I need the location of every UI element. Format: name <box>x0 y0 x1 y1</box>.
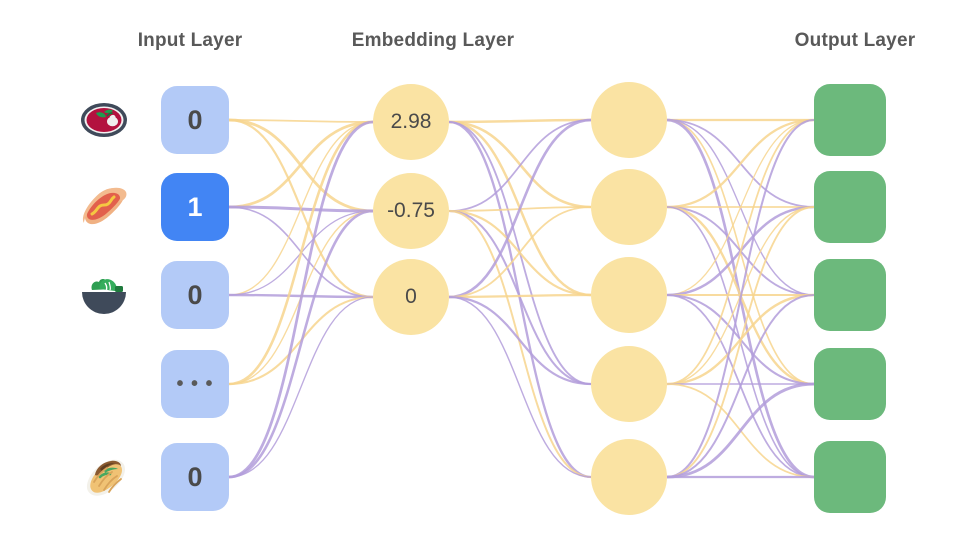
hidden-node-2[interactable] <box>591 169 667 245</box>
input-node-1[interactable]: 0 <box>161 86 229 154</box>
output-node-2[interactable] <box>814 171 886 243</box>
connection-edge <box>666 382 815 479</box>
input-node-value: 0 <box>187 104 203 135</box>
output-node-3[interactable] <box>814 259 886 331</box>
connection-edge <box>228 118 374 213</box>
connection-edge <box>666 293 815 386</box>
soup-bowl-icon <box>76 92 132 148</box>
hidden-node-4[interactable] <box>591 346 667 422</box>
connection-edge <box>666 294 815 478</box>
embedding-node-3[interactable]: 0 <box>373 259 449 335</box>
input-node-3[interactable]: 0 <box>161 261 229 329</box>
embedding-node-value: 2.98 <box>390 110 432 133</box>
connection-edge <box>448 120 592 297</box>
connection-edge <box>666 118 815 209</box>
connection-edge <box>666 118 815 479</box>
hidden-node-1[interactable] <box>591 82 667 158</box>
connection-edge <box>228 205 374 213</box>
connection-edge <box>666 293 815 386</box>
connection-edge <box>448 118 592 299</box>
connection-edge <box>228 206 374 298</box>
connection-edge <box>228 210 374 385</box>
input-node-4[interactable]: • • • <box>161 350 229 418</box>
connection-edge <box>666 119 815 208</box>
connection-edge <box>228 296 374 478</box>
connection-edge <box>666 119 815 296</box>
green-salad-icon <box>76 267 132 323</box>
connection-edge <box>448 119 592 212</box>
connection-edge <box>666 206 815 296</box>
hot-dog-icon <box>76 179 132 235</box>
connection-edge <box>448 120 592 209</box>
connection-edge <box>448 206 592 298</box>
connection-edge <box>448 209 592 386</box>
connection-edge <box>666 119 815 296</box>
input-layer-title: Input Layer <box>137 30 243 51</box>
connection-edge <box>666 206 815 385</box>
embedding-layer-title: Embedding Layer <box>351 30 515 51</box>
connection-edge <box>666 119 815 385</box>
output-node-1[interactable] <box>814 84 886 156</box>
connection-edge <box>666 118 815 479</box>
input-node-value: 0 <box>187 461 203 492</box>
input-node-2[interactable]: 1 <box>161 173 229 241</box>
connection-edge <box>666 119 815 385</box>
input-node-value: • • • <box>176 372 214 395</box>
connection-edge <box>228 120 374 479</box>
connection-edge <box>666 205 815 297</box>
embedding-node-value: -0.75 <box>387 199 435 222</box>
connection-edge <box>666 294 815 478</box>
connection-edge <box>228 121 374 296</box>
connection-edge <box>666 205 815 386</box>
connection-edge <box>228 120 374 209</box>
hidden-node-5[interactable] <box>591 439 667 515</box>
connection-edge <box>448 293 592 299</box>
output-layer-title: Output Layer <box>794 30 916 51</box>
connection-edge <box>448 206 592 212</box>
input-node-5[interactable]: 0 <box>161 443 229 511</box>
embedding-node-1[interactable]: 2.98 <box>373 84 449 160</box>
connection-edge <box>448 209 592 297</box>
burrito-icon <box>76 449 132 505</box>
connection-edge <box>228 118 374 299</box>
connection-edge <box>448 118 592 124</box>
connection-edge <box>666 206 815 478</box>
connection-edge <box>448 295 592 386</box>
connection-edge <box>448 121 592 385</box>
embedding-node-value: 0 <box>405 285 417 308</box>
input-node-value: 1 <box>187 191 203 222</box>
connection-edge <box>448 296 592 478</box>
connection-edge <box>228 119 374 123</box>
input-node-value: 0 <box>187 279 203 310</box>
connection-edge <box>228 209 374 479</box>
embedding-node-2[interactable]: -0.75 <box>373 173 449 249</box>
connection-edge <box>228 210 374 296</box>
connection-edge <box>228 295 374 386</box>
output-node-5[interactable] <box>814 441 886 513</box>
connection-edge <box>448 210 592 478</box>
hidden-node-3[interactable] <box>591 257 667 333</box>
connection-edge <box>666 206 815 478</box>
output-node-4[interactable] <box>814 348 886 420</box>
connection-edge <box>666 383 815 478</box>
connection-edge <box>448 120 592 479</box>
connection-edge <box>228 120 374 386</box>
connection-edge <box>228 293 374 299</box>
